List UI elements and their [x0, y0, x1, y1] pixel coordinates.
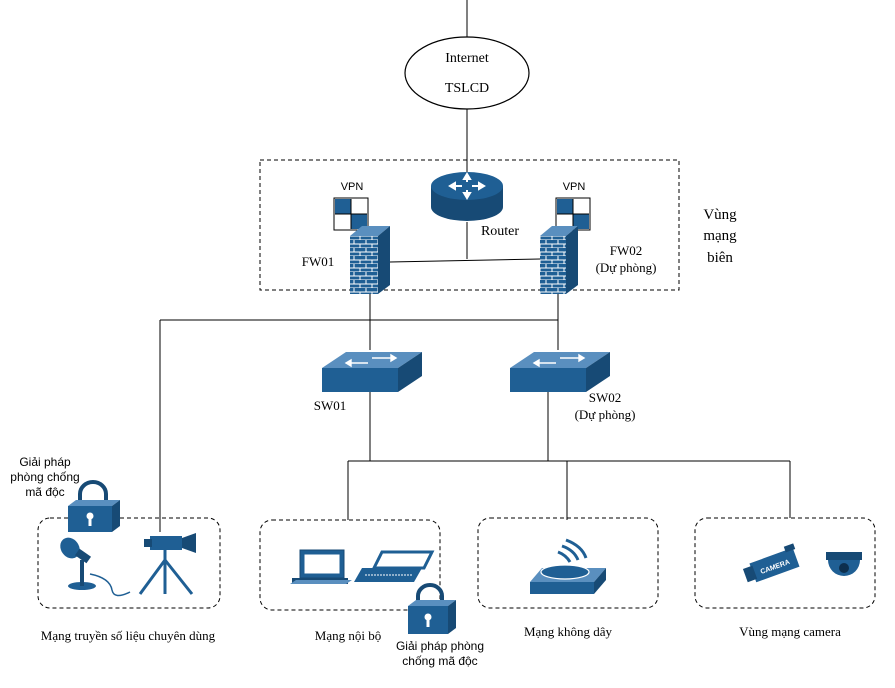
internal-network-label: Mạng nội bộ: [315, 628, 381, 643]
antivirus-right-label: Giải pháp phòng chống mã độc: [396, 639, 484, 668]
wireless-network-zone-box: [477, 517, 659, 609]
antivirus-left-label: Giải pháp phòng chống mã độc: [10, 455, 79, 499]
fw-interconnect-line: [389, 258, 541, 263]
tslcd-label: TSLCD: [445, 81, 489, 96]
svg-text:(Dự phòng): (Dự phòng): [575, 407, 636, 422]
wireless-network-label: Mạng không dây: [524, 624, 613, 639]
laptop-icon: [354, 550, 435, 582]
fw02-label: FW02 (Dự phòng): [596, 243, 657, 275]
svg-text:(Dự phòng): (Dự phòng): [596, 260, 657, 275]
fw01-label: FW01: [302, 254, 335, 269]
svg-text:SW02: SW02: [589, 390, 622, 405]
internet-node: Internet TSLCD: [404, 36, 530, 110]
security-camera-icon: CAMERA: [742, 543, 800, 583]
internal-network-zone-box: [259, 519, 441, 611]
svg-text:phòng chống: phòng chống: [10, 470, 79, 484]
firewall-fw02-icon: [540, 226, 578, 294]
svg-text:mã độc: mã độc: [25, 485, 64, 499]
sw02-label: SW02 (Dự phòng): [575, 390, 636, 422]
svg-text:Giải pháp: Giải pháp: [19, 455, 71, 469]
vpn-fw02: VPN: [555, 181, 591, 231]
switch-sw01-icon: [322, 352, 422, 392]
perimeter-zone-box: [259, 159, 680, 291]
switch-sw02-icon: [510, 352, 610, 392]
video-camera-tripod-icon: [138, 533, 196, 595]
dome-camera-icon: [826, 552, 862, 576]
data-network-label: Mạng truyền số liệu chuyên dùng: [41, 628, 216, 643]
svg-text:VPN: VPN: [563, 181, 586, 193]
svg-text:chống mã độc: chống mã độc: [402, 654, 477, 668]
router-icon: [431, 172, 503, 221]
internet-label: Internet: [445, 51, 489, 66]
svg-text:biên: biên: [707, 250, 733, 266]
svg-text:Vùng: Vùng: [703, 207, 737, 223]
antivirus-lock-icon: [68, 480, 120, 532]
data-network-zone-box: [37, 517, 221, 609]
svg-text:mạng: mạng: [703, 228, 737, 244]
vpn-fw01: VPN: [333, 181, 369, 231]
vpn-shield-icon: [333, 197, 369, 231]
antivirus-lock-icon: [408, 583, 456, 634]
desktop-computer-icon: [290, 549, 352, 584]
camera-network-label: Vùng mạng camera: [739, 624, 841, 639]
wireless-access-point-icon: [530, 538, 606, 594]
svg-text:FW02: FW02: [610, 243, 643, 258]
vpn-shield-icon: [555, 197, 591, 231]
router-label: Router: [481, 224, 519, 239]
internet-ellipse: [404, 36, 530, 110]
camera-network-zone-box: [694, 517, 876, 609]
connection-lines: [159, 0, 791, 532]
firewall-fw01-icon: [350, 226, 390, 294]
perimeter-zone-label: Vùng mạng biên: [703, 207, 737, 266]
sw01-label: SW01: [314, 398, 347, 413]
svg-text:VPN: VPN: [341, 181, 364, 193]
microphone-icon: [60, 537, 131, 597]
svg-text:Giải pháp phòng: Giải pháp phòng: [396, 639, 484, 653]
